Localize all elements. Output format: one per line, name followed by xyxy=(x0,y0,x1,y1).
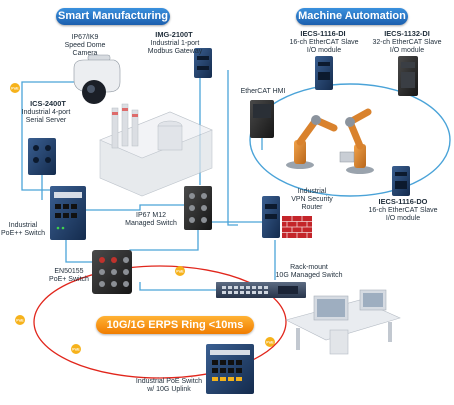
ip67-m12-switch-image xyxy=(184,186,212,230)
poe-10g-switch-image xyxy=(206,344,254,394)
poe-badge-text: PoE xyxy=(11,86,19,90)
modbus-gateway-image xyxy=(194,48,212,78)
ethercat-hmi-image xyxy=(250,100,274,138)
poe-badge-text: PoE xyxy=(266,340,274,344)
firewall-icon xyxy=(282,216,312,238)
vpn-router-image xyxy=(262,196,280,238)
poe-10g-switch-label: Industrial PoE Switch w/ 10G Uplink xyxy=(135,378,203,393)
en50155-switch-label: EN50155 PoE+ Switch xyxy=(49,268,89,283)
iecs-1132-di-title: IECS-1132-DI xyxy=(384,29,430,38)
img-2100t-title: IMG-2100T xyxy=(155,30,193,39)
poe-badges xyxy=(10,83,275,354)
ethercat-loop xyxy=(249,83,451,197)
iecs-1116-di-desc: 16-ch EtherCAT Slave I/O module xyxy=(289,39,359,54)
speed-dome-camera-image xyxy=(73,54,121,104)
rack-switch-label: Rack-mount 10G Managed Switch xyxy=(275,264,343,279)
iecs-1116-do-image xyxy=(392,166,410,196)
industrial-poe-switch-label: Industrial PoE++ Switch xyxy=(1,222,45,237)
camera-label: IP67/IK9 Speed Dome Camera xyxy=(64,34,106,57)
iecs-1116-do-title: IECS-1116-DO xyxy=(378,197,428,206)
poe-badge-text: PoE xyxy=(16,318,24,322)
erps-ring-banner: 10G/1G ERPS Ring <10ms xyxy=(96,316,254,334)
vpn-router-label: Industrial VPN Security Router xyxy=(291,188,333,211)
machine-automation-heading: Machine Automation xyxy=(296,8,408,25)
iecs-1132-di-desc: 32-ch EtherCAT Slave I/O module xyxy=(372,39,442,54)
iecs-1116-do-desc: 16-ch EtherCAT Slave I/O module xyxy=(368,207,438,222)
ip67-switch-label: IP67 M12 Managed Switch xyxy=(125,212,177,227)
iecs-1132-di-image xyxy=(398,56,418,96)
ics-2400t-title: ICS-2400T xyxy=(30,99,66,108)
iecs-1116-di-title: IECS-1116-DI xyxy=(300,29,346,38)
iecs-1116-di-image xyxy=(315,56,333,90)
factory-building-image xyxy=(99,103,213,197)
workstation-image xyxy=(285,289,401,355)
poe-badge-text: PoE xyxy=(72,347,80,351)
network-cables xyxy=(21,70,276,291)
poe-badge-text: PoE xyxy=(176,269,184,273)
ethercat-hmi-label: EtherCAT HMI xyxy=(240,88,286,95)
smart-manufacturing-heading: Smart Manufacturing xyxy=(56,8,170,25)
serial-server-image xyxy=(28,138,56,175)
img-2100t-desc: Industrial 1-port Modbus Gateway xyxy=(147,40,203,55)
erps-ring xyxy=(33,265,287,379)
robot-arms-image xyxy=(286,108,374,174)
en50155-poe-switch-image xyxy=(92,250,132,294)
industrial-poe-switch-image xyxy=(50,186,86,240)
rack-switch-image xyxy=(216,282,306,298)
ics-2400t-desc: Industrial 4-port Serial Server xyxy=(21,109,71,124)
